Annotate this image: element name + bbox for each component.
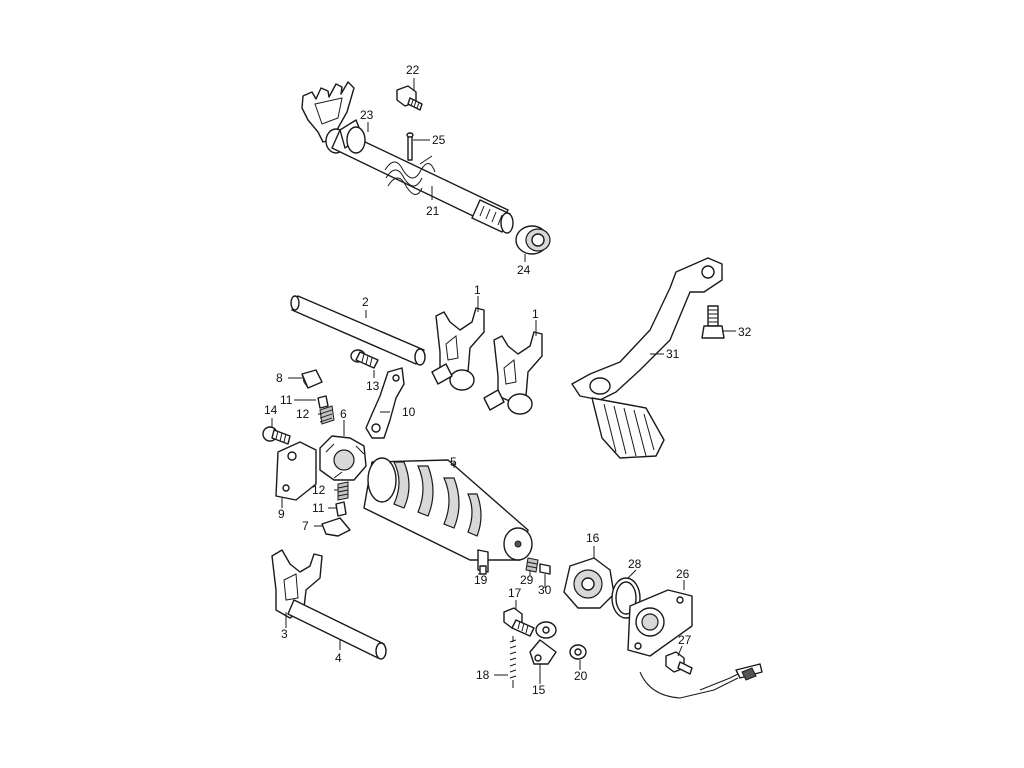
part-26-wire	[639, 663, 763, 699]
part-14-bolt	[262, 426, 291, 445]
part-12-spring-a	[319, 405, 335, 425]
callout-30: 30	[538, 583, 552, 597]
spring-coil-on-shaft	[384, 155, 436, 195]
part-13-bolt	[350, 349, 379, 369]
callout-23: 23	[360, 108, 374, 122]
part-9-plate	[275, 441, 317, 501]
callout-19: 19	[474, 573, 488, 587]
callout-1b: 1	[532, 307, 539, 321]
part-32-bolt	[701, 305, 725, 339]
part-16-shift-drum-gear	[563, 557, 615, 609]
part-3-shift-fork	[271, 549, 323, 619]
part-15-shift-arm	[529, 621, 557, 665]
callout-28: 28	[628, 557, 642, 571]
wire-connector-tip	[741, 667, 757, 681]
part-18-spring	[509, 636, 517, 688]
callout-11a: 11	[280, 393, 293, 407]
part-20-washer	[569, 644, 587, 660]
part-19-pin	[479, 565, 487, 575]
callout-29: 29	[520, 573, 534, 587]
callout-22: 22	[406, 63, 420, 77]
part-7-stopper	[321, 517, 351, 537]
callout-5: 5	[450, 455, 457, 469]
part-27-bolt	[665, 651, 693, 675]
part-29-spring	[525, 557, 539, 573]
part-1-shift-fork-a	[431, 307, 485, 391]
callout-15: 15	[532, 683, 546, 697]
part-22-bolt	[396, 85, 423, 111]
callout-32: 32	[738, 325, 752, 339]
part-21-shift-shaft	[331, 119, 514, 234]
part-24-bearing	[515, 225, 551, 255]
callout-2: 2	[362, 295, 369, 309]
callout-11b: 11	[312, 501, 325, 515]
callout-12a: 12	[296, 407, 310, 421]
part-25-spring-pin	[406, 132, 414, 161]
callout-10: 10	[402, 405, 416, 419]
part-2-fork-shaft	[290, 295, 426, 366]
part-1-shift-fork-b	[483, 331, 543, 415]
callout-18: 18	[476, 668, 490, 682]
callout-21: 21	[426, 204, 440, 218]
callout-27: 27	[678, 633, 692, 647]
part-4-fork-shaft	[287, 599, 387, 660]
callout-24: 24	[517, 263, 531, 277]
part-30-pin	[539, 563, 551, 575]
leader-lines	[271, 78, 736, 684]
callout-25: 25	[432, 133, 446, 147]
callout-9: 9	[278, 507, 285, 521]
callout-6: 6	[340, 407, 347, 421]
callout-3: 3	[281, 627, 288, 641]
callout-20: 20	[574, 669, 588, 683]
callout-31: 31	[666, 347, 680, 361]
part-17-bolt	[503, 607, 535, 637]
callout-14: 14	[264, 403, 278, 417]
part-31-gearshift-pedal	[571, 257, 723, 459]
callout-12b: 12	[312, 483, 326, 497]
part-6-cam-plate	[319, 435, 367, 481]
callout-16: 16	[586, 531, 600, 545]
part-5-shift-drum	[363, 457, 533, 573]
part-10-stopper-arm	[365, 367, 405, 439]
part-11-pin-a	[317, 395, 329, 409]
callout-labels: 22 23 25 21 24 2 1 1 32 31 8 13 11 12 10…	[264, 63, 752, 697]
part-12-spring-b	[337, 481, 349, 501]
callout-26: 26	[676, 567, 690, 581]
callout-7: 7	[302, 519, 309, 533]
part-11-pin-b	[335, 501, 347, 517]
callout-8: 8	[276, 371, 283, 385]
part-26-gear-position-switch	[627, 589, 693, 657]
callout-1a: 1	[474, 283, 481, 297]
callout-17: 17	[508, 586, 522, 600]
callout-13: 13	[366, 379, 380, 393]
callout-4: 4	[335, 651, 342, 665]
part-8-cap	[301, 369, 323, 389]
